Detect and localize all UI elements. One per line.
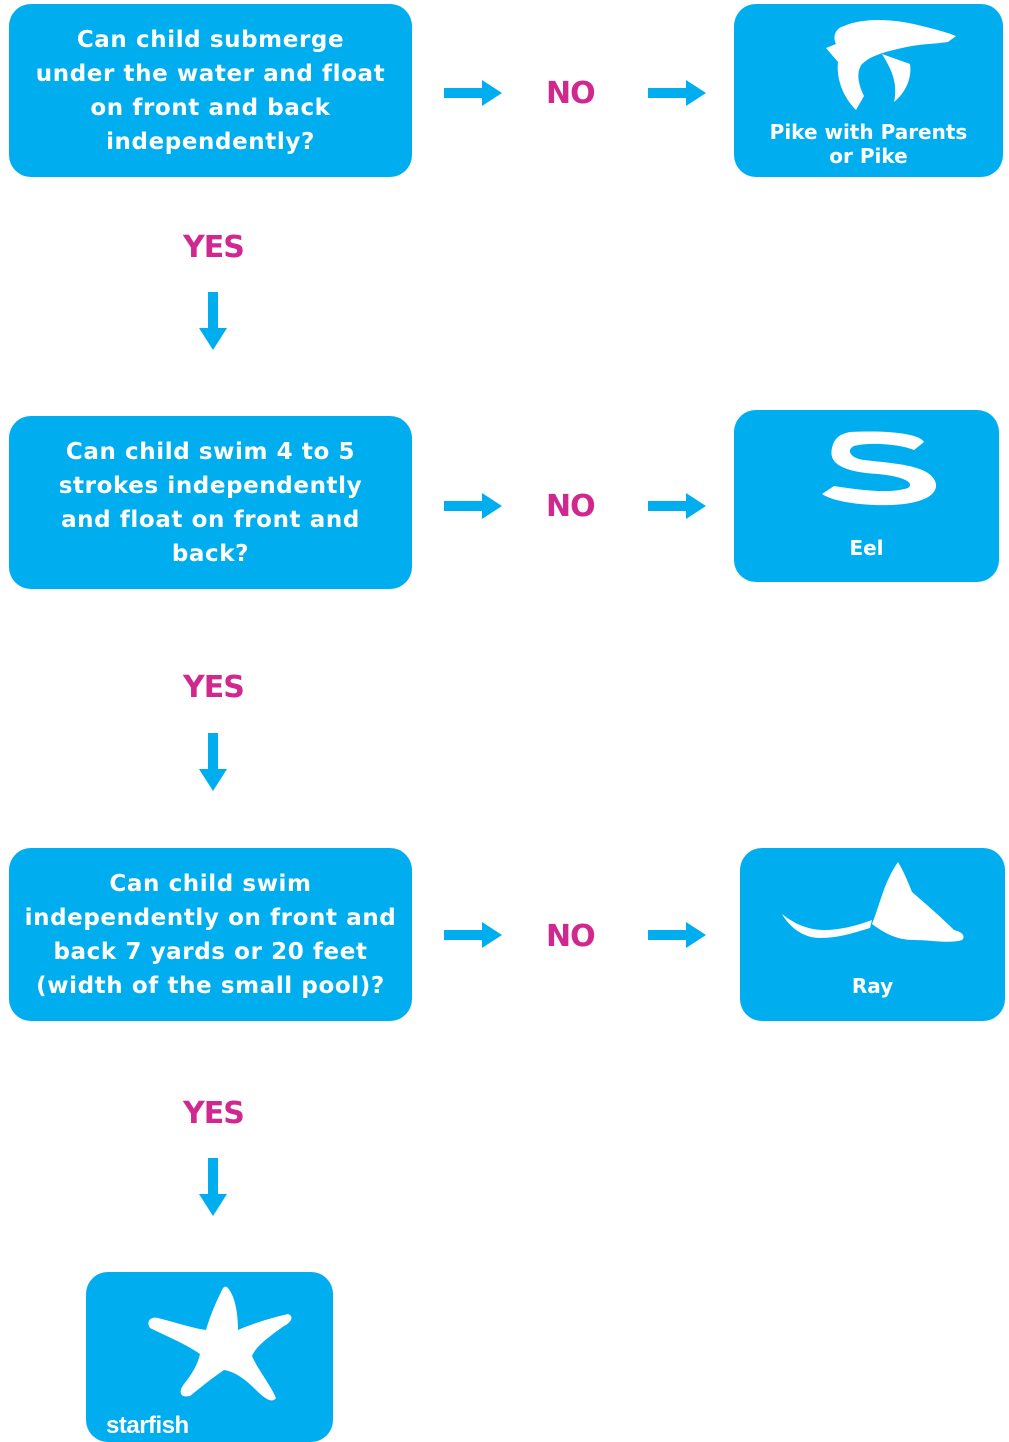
question-3-text: Can child swim independently on front an…	[24, 870, 397, 999]
starfish-icon	[148, 1286, 292, 1401]
yes-label-2: YES	[183, 670, 245, 705]
question-1-box: Can child submerge under the water and f…	[9, 4, 412, 177]
ray-icon	[782, 862, 964, 942]
arrow-right-icon	[444, 80, 502, 106]
result-pike-box: Pike with Parents or Pike	[734, 4, 1003, 177]
result-ray-box: Ray	[740, 848, 1005, 1021]
pike-fish-icon	[826, 20, 956, 110]
no-label-2: NO	[546, 489, 596, 524]
question-2-text: Can child swim 4 to 5 strokes independen…	[58, 438, 363, 567]
eel-icon	[822, 431, 937, 506]
arrow-right-icon	[648, 493, 706, 519]
arrow-right-icon	[444, 922, 502, 948]
arrow-down-icon	[199, 1158, 227, 1216]
result-ray-label: Ray	[851, 974, 894, 998]
result-pike-label: Pike with Parents or Pike	[769, 120, 968, 168]
question-3-box: Can child swim independently on front an…	[9, 848, 412, 1021]
arrow-right-icon	[444, 493, 502, 519]
no-label-3: NO	[546, 919, 596, 954]
final-starfish-box: starfish	[86, 1272, 333, 1442]
result-eel-label: Eel	[849, 536, 884, 560]
result-eel-box: Eel	[734, 410, 999, 582]
final-starfish-label: starfish	[106, 1412, 189, 1439]
no-label-1: NO	[546, 76, 596, 111]
yes-label-3: YES	[183, 1096, 245, 1131]
question-2-box: Can child swim 4 to 5 strokes independen…	[9, 416, 412, 589]
question-1-text: Can child submerge under the water and f…	[35, 26, 386, 155]
arrow-down-icon	[199, 292, 227, 350]
yes-label-1: YES	[183, 230, 245, 265]
arrow-down-icon	[199, 733, 227, 791]
arrow-right-icon	[648, 80, 706, 106]
arrow-right-icon	[648, 922, 706, 948]
